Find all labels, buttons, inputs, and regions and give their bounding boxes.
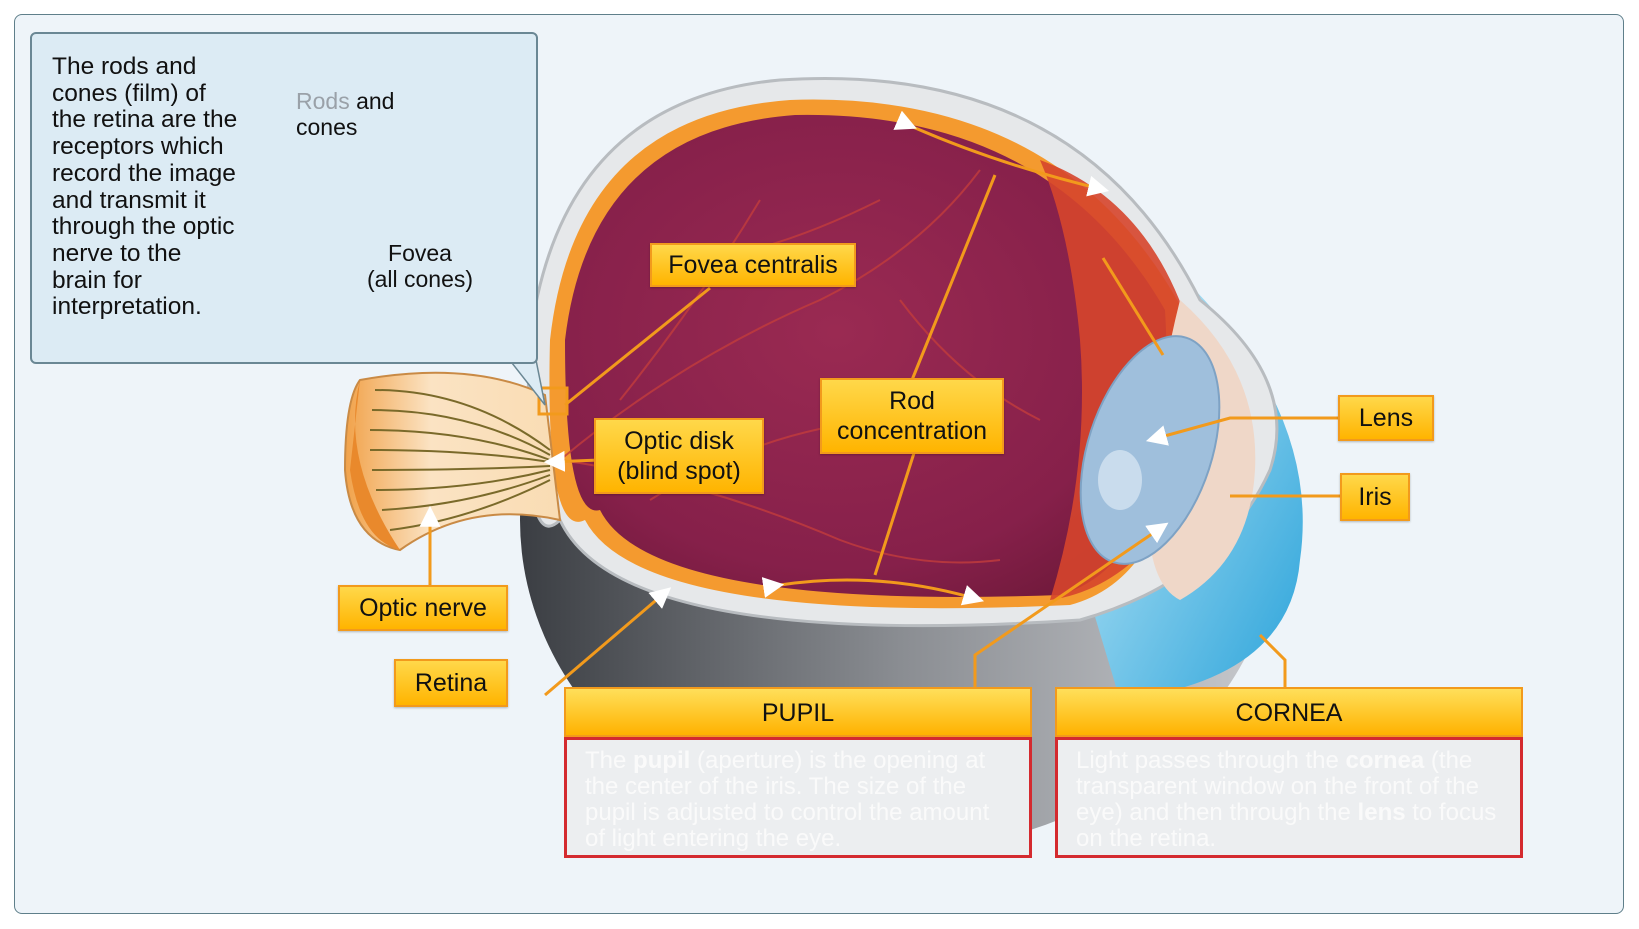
fovea-line2: (all cones) <box>366 266 474 292</box>
cornea-body-pre: Light passes through the <box>1076 747 1346 774</box>
retina-callout: The rods and cones (film) of the retina … <box>30 32 538 364</box>
label-optic-disk: Optic disk (blind spot) <box>594 418 764 494</box>
cornea-body-bold1: cornea <box>1345 747 1425 774</box>
rods-cones-label: Rods and cones <box>296 88 426 140</box>
cornea-body-mid: (the transparent window on the front of … <box>1076 747 1479 826</box>
optic-nerve-fibers <box>369 389 551 531</box>
cornea-body: Light passes through the cornea (the tra… <box>1055 737 1523 858</box>
label-lens: Lens <box>1338 395 1434 441</box>
cornea-body-post: to focus on the retina. <box>1076 799 1497 852</box>
pupil-body: The pupil (aperture) is the opening at t… <box>564 737 1032 858</box>
rods-rest: and cones <box>296 88 395 140</box>
pupil-body-pre: The <box>585 747 634 774</box>
label-rod-concentration: Rod concentration <box>820 378 1004 454</box>
callout-text: The rods and cones (film) of the retina … <box>52 53 238 321</box>
pupil-title: PUPIL <box>564 687 1032 737</box>
fovea-line1: Fovea <box>388 240 452 266</box>
optic-disk-line1: Optic disk <box>624 427 734 455</box>
pupil-body-bold: pupil <box>633 747 691 774</box>
pupil-body-post: (aperture) is the opening at the center … <box>585 747 990 852</box>
fovea-inset-label: Fovea (all cones) <box>358 240 482 292</box>
label-fovea-centralis: Fovea centralis <box>650 243 856 287</box>
rods-word: Rods <box>296 88 350 114</box>
optic-nerve-cut <box>350 380 400 550</box>
cornea-body-bold2: lens <box>1357 799 1406 826</box>
rod-line1: Rod <box>889 387 935 415</box>
cornea-title: CORNEA <box>1055 687 1523 737</box>
cornea-panel: CORNEA Light passes through the cornea (… <box>1055 687 1523 858</box>
pupil-panel: PUPIL The pupil (aperture) is the openin… <box>564 687 1032 858</box>
rod-line2: concentration <box>836 417 988 445</box>
label-retina: Retina <box>394 659 508 707</box>
optic-disk-line2: (blind spot) <box>617 457 741 485</box>
lens-highlight <box>1098 450 1142 510</box>
label-optic-nerve: Optic nerve <box>338 585 508 631</box>
label-iris: Iris <box>1340 473 1410 521</box>
